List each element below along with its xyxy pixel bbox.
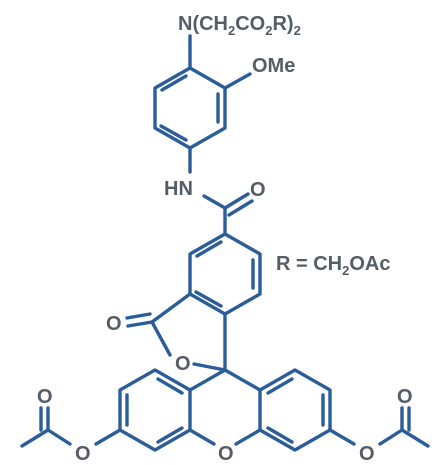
top-ring-double-3	[160, 74, 188, 92]
lactone-c2	[150, 320, 172, 357]
amide-nh-label: HN	[164, 178, 193, 200]
bond-ring-ome	[223, 72, 252, 90]
bond-nh-carbonyl	[202, 194, 227, 210]
xanthene-oxygen-label: O	[218, 443, 234, 460]
right-ring-double-3	[266, 426, 294, 444]
top-ring-double-2	[159, 124, 188, 142]
left-ring-double-3	[156, 426, 184, 444]
right-ester-bond	[328, 428, 356, 446]
amide-oxygen-label: O	[250, 179, 266, 201]
left-ring-double-1	[156, 377, 184, 395]
right-methyl	[400, 428, 430, 448]
lactone-carbonyl-oxygen-label: O	[106, 313, 122, 335]
middle-ring-double-3	[195, 240, 223, 258]
left-methyl	[20, 428, 50, 448]
amide-co-2	[227, 199, 254, 217]
xanthene-o-left	[188, 428, 216, 446]
middle-aromatic-ring	[188, 232, 262, 316]
lactone-co-2	[125, 312, 152, 320]
left-xanthene-ring	[118, 368, 192, 452]
amide-co-1	[223, 192, 250, 210]
left-carbonyl-oxygen-label: O	[37, 386, 53, 408]
right-carbonyl-oxygen-label: O	[397, 386, 413, 408]
bond-lines	[20, 34, 430, 452]
left-ester-bond	[94, 428, 122, 446]
middle-ring-double-2	[194, 290, 223, 308]
spiro-left	[188, 368, 227, 392]
right-ester-c	[378, 428, 404, 446]
lactone-co-1	[126, 320, 154, 328]
left-ester-oxygen-label: O	[75, 443, 91, 460]
methoxy-label: OMe	[252, 55, 295, 77]
r-group-definition: R = CH2OAc	[276, 253, 390, 278]
spiro-right	[223, 368, 262, 392]
lactone-c3	[192, 362, 227, 372]
top-aromatic-ring	[153, 66, 227, 150]
right-ring-double-1	[266, 377, 294, 395]
amine-label: N(CH2CO2R)2	[178, 13, 301, 38]
left-ester-c	[46, 428, 72, 446]
right-xanthene-ring	[258, 368, 332, 452]
right-ester-oxygen-label: O	[359, 443, 375, 460]
lactone-c1	[150, 292, 192, 324]
lactone-ring-oxygen-label: O	[175, 353, 191, 375]
xanthene-o-right	[234, 428, 262, 446]
